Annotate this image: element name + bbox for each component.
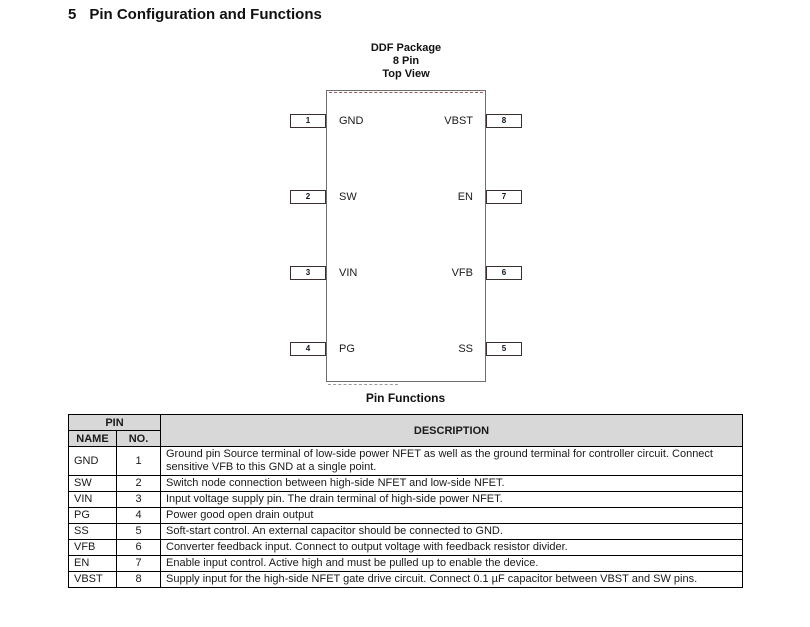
package-header: DDF Package 8 Pin Top View — [0, 42, 810, 81]
table-row: VFB 6 Converter feedback input. Connect … — [68, 539, 743, 556]
pin-name-cell: VFB — [68, 539, 117, 556]
pin-box-1: 1 — [290, 114, 326, 128]
table-row: VBST 8 Supply input for the high-side NF… — [68, 571, 743, 588]
pin-name-cell: GND — [68, 446, 117, 476]
package-view: Top View — [382, 68, 430, 80]
pin-label-pg: PG — [339, 343, 355, 355]
pin-label-vin: VIN — [339, 267, 358, 279]
package-name: DDF Package — [370, 42, 442, 54]
pin-name-cell: SW — [68, 475, 117, 492]
table-header-row: PIN DESCRIPTION — [68, 414, 743, 447]
pin-name-cell: EN — [68, 555, 117, 572]
pin-no-cell: 8 — [116, 571, 161, 588]
pin-name-cell: SS — [68, 523, 117, 540]
pin-box-2: 2 — [290, 190, 326, 204]
pin-label-gnd: GND — [339, 115, 364, 127]
pin-label-vfb: VFB — [451, 267, 473, 279]
table-row: VIN 3 Input voltage supply pin. The drai… — [68, 491, 743, 508]
pin-description-cell: Power good open drain output — [160, 507, 743, 524]
pin-no-cell: 4 — [116, 507, 161, 524]
section-number: 5 — [68, 6, 77, 23]
pin-description-cell: Input voltage supply pin. The drain term… — [160, 491, 743, 508]
pin-description-cell: Supply input for the high-side NFET gate… — [160, 571, 743, 588]
pin-diagram: 1 2 3 4 GND SW VIN PG 8 7 6 5 VBST EN VF… — [290, 90, 522, 385]
pin-box-7: 7 — [486, 190, 522, 204]
section-title-text: Pin Configuration and Functions — [89, 6, 322, 23]
table-row: EN 7 Enable input control. Active high a… — [68, 555, 743, 572]
pin-number: 1 — [305, 116, 311, 125]
header-name: NAME — [68, 430, 117, 447]
pin-number: 2 — [305, 192, 311, 201]
header-description: DESCRIPTION — [160, 414, 743, 447]
pin-no-cell: 6 — [116, 539, 161, 556]
pin-number: 3 — [305, 268, 311, 277]
pin-number: 4 — [305, 344, 311, 353]
package-pin-count: 8 Pin — [392, 55, 420, 67]
package-top-dashed-line — [329, 92, 483, 93]
pin-description-cell: Switch node connection between high-side… — [160, 475, 743, 492]
pin-functions-table: PIN DESCRIPTION NAME NO. GND 1 Ground pi… — [68, 414, 743, 588]
header-no: NO. — [116, 430, 161, 447]
pin-no-cell: 3 — [116, 491, 161, 508]
section-heading: 5 Pin Configuration and Functions — [68, 6, 322, 23]
pin-number: 8 — [501, 116, 507, 125]
pin-no-cell: 7 — [116, 555, 161, 572]
pin-box-6: 6 — [486, 266, 522, 280]
pin-name-cell: VIN — [68, 491, 117, 508]
pin-description-cell: Ground pin Source terminal of low-side p… — [160, 446, 743, 476]
pin-name-cell: VBST — [68, 571, 117, 588]
table-row: GND 1 Ground pin Source terminal of low-… — [68, 446, 743, 476]
pin-number: 6 — [501, 268, 507, 277]
pin-box-4: 4 — [290, 342, 326, 356]
pin-name-cell: PG — [68, 507, 117, 524]
table-row: SS 5 Soft-start control. An external cap… — [68, 523, 743, 540]
pin-no-cell: 5 — [116, 523, 161, 540]
pin-no-cell: 2 — [116, 475, 161, 492]
package-bottom-dashed-line — [328, 384, 398, 385]
pin-number: 5 — [501, 344, 507, 353]
package-outline — [326, 90, 486, 382]
table-row: PG 4 Power good open drain output — [68, 507, 743, 524]
pin-description-cell: Soft-start control. An external capacito… — [160, 523, 743, 540]
pin-number: 7 — [501, 192, 507, 201]
pin-description-cell: Converter feedback input. Connect to out… — [160, 539, 743, 556]
pin-label-sw: SW — [339, 191, 357, 203]
pin-description-cell: Enable input control. Active high and mu… — [160, 555, 743, 572]
table-row: SW 2 Switch node connection between high… — [68, 475, 743, 492]
pin-box-5: 5 — [486, 342, 522, 356]
pin-label-vbst: VBST — [444, 115, 473, 127]
pin-box-8: 8 — [486, 114, 522, 128]
table-subheader-row: NAME NO. — [68, 430, 743, 447]
pin-label-en: EN — [457, 191, 473, 203]
pin-no-cell: 1 — [116, 446, 161, 476]
header-pin-group: PIN — [68, 414, 161, 431]
pin-box-3: 3 — [290, 266, 326, 280]
pin-functions-title: Pin Functions — [365, 391, 446, 405]
pin-label-ss: SS — [458, 343, 473, 355]
